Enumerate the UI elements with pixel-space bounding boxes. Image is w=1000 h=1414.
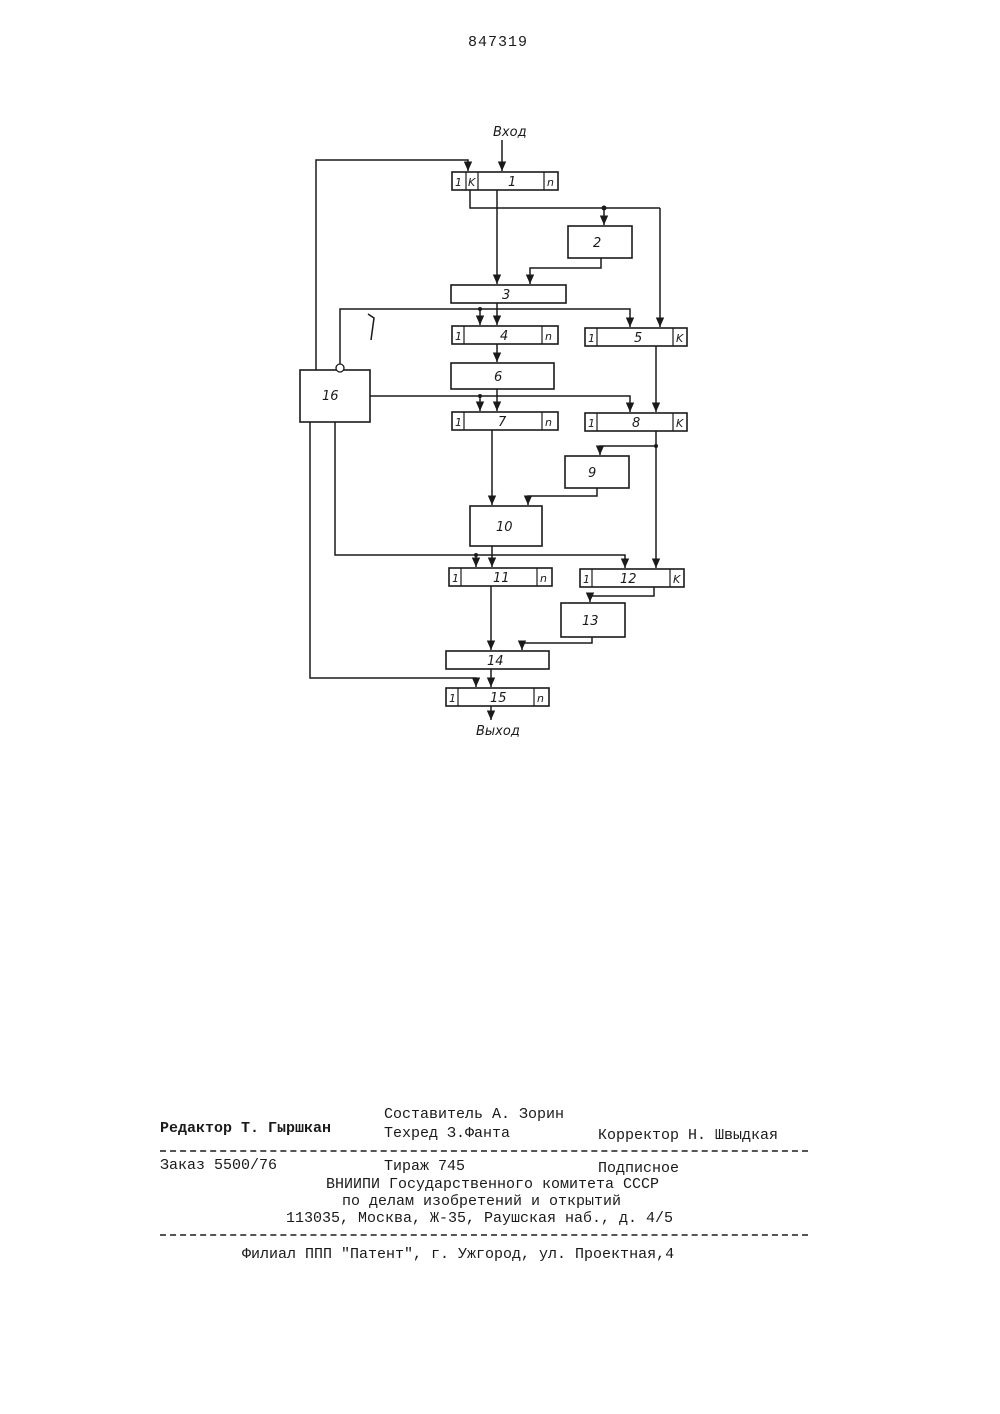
cell-n: n <box>545 416 552 429</box>
block-label: 16 <box>322 389 339 404</box>
block-diagram: 1 K 1 n 2 3 1 4 n 1 5 K 6 16 <box>0 0 1000 760</box>
cell-n: n <box>537 692 544 705</box>
block-15-register: 1 15 n <box>446 688 549 706</box>
block-14: 14 <box>446 651 549 669</box>
techred: Техред З.Фанта <box>384 1125 510 1142</box>
block-label: 10 <box>496 520 513 535</box>
cell-first: 1 <box>449 692 456 705</box>
circulation: Тираж 745 <box>384 1158 465 1175</box>
block-label: 14 <box>487 654 504 669</box>
cell-first: 1 <box>455 330 462 343</box>
cell-first: 1 <box>588 417 595 430</box>
block-16-control: 16 <box>300 364 370 422</box>
input-label: Вход <box>493 125 527 140</box>
block-3: 3 <box>451 285 566 303</box>
block-label: 12 <box>620 572 637 587</box>
block-13: 13 <box>561 603 625 637</box>
block-label: 11 <box>493 571 510 586</box>
cell-first: 1 <box>455 176 462 189</box>
block-label: 9 <box>588 466 596 481</box>
cell-first: 1 <box>583 573 590 586</box>
cell-k: K <box>676 332 684 345</box>
output-label: Выход <box>476 724 520 739</box>
block-2: 2 <box>568 226 632 258</box>
org-line-1: ВНИИПИ Государственного комитета СССР <box>326 1176 659 1193</box>
block-11-register: 1 11 n <box>449 568 552 586</box>
block-label: 4 <box>500 329 508 344</box>
block-12-register: 1 12 K <box>580 569 684 587</box>
block-10: 10 <box>470 506 542 546</box>
address: 113035, Москва, Ж-35, Раушская наб., д. … <box>286 1210 673 1227</box>
cell-n: n <box>545 330 552 343</box>
org-line-2: по делам изобретений и открытий <box>342 1193 621 1210</box>
block-label: 8 <box>632 416 640 431</box>
cell-first: 1 <box>588 332 595 345</box>
cell-k: K <box>468 176 476 189</box>
block-5-register: 1 5 K <box>585 328 687 346</box>
block-label: 7 <box>498 415 507 430</box>
block-1-register: 1 K 1 n <box>452 172 558 190</box>
subscription: Подписное <box>598 1160 679 1177</box>
cell-k: K <box>673 573 681 586</box>
block-label: 5 <box>634 331 642 346</box>
block-6: 6 <box>451 363 554 389</box>
block-4-register: 1 4 n <box>452 326 558 344</box>
editor: Редактор Т. Гыршкан <box>160 1120 331 1137</box>
cell-first: 1 <box>455 416 462 429</box>
branch: Филиал ППП "Патент", г. Ужгород, ул. Про… <box>242 1246 674 1263</box>
cell-n: n <box>547 176 554 189</box>
rule-1 <box>160 1150 808 1152</box>
block-label: 6 <box>494 370 502 385</box>
cell-k: K <box>676 417 684 430</box>
block-8-register: 1 8 K <box>585 413 687 431</box>
block-label: 1 <box>508 175 516 190</box>
cell-first: 1 <box>452 572 459 585</box>
block-label: 3 <box>502 288 510 303</box>
block-7-register: 1 7 n <box>452 412 558 430</box>
block-label: 2 <box>593 236 601 251</box>
block-label: 15 <box>490 691 507 706</box>
block-label: 13 <box>582 614 599 629</box>
rule-2 <box>160 1234 808 1236</box>
corrector: Корректор Н. Швыдкая <box>598 1127 778 1144</box>
cell-n: n <box>540 572 547 585</box>
block-9: 9 <box>565 456 629 488</box>
order: Заказ 5500/76 <box>160 1157 277 1174</box>
compiler: Составитель А. Зорин <box>384 1106 564 1123</box>
